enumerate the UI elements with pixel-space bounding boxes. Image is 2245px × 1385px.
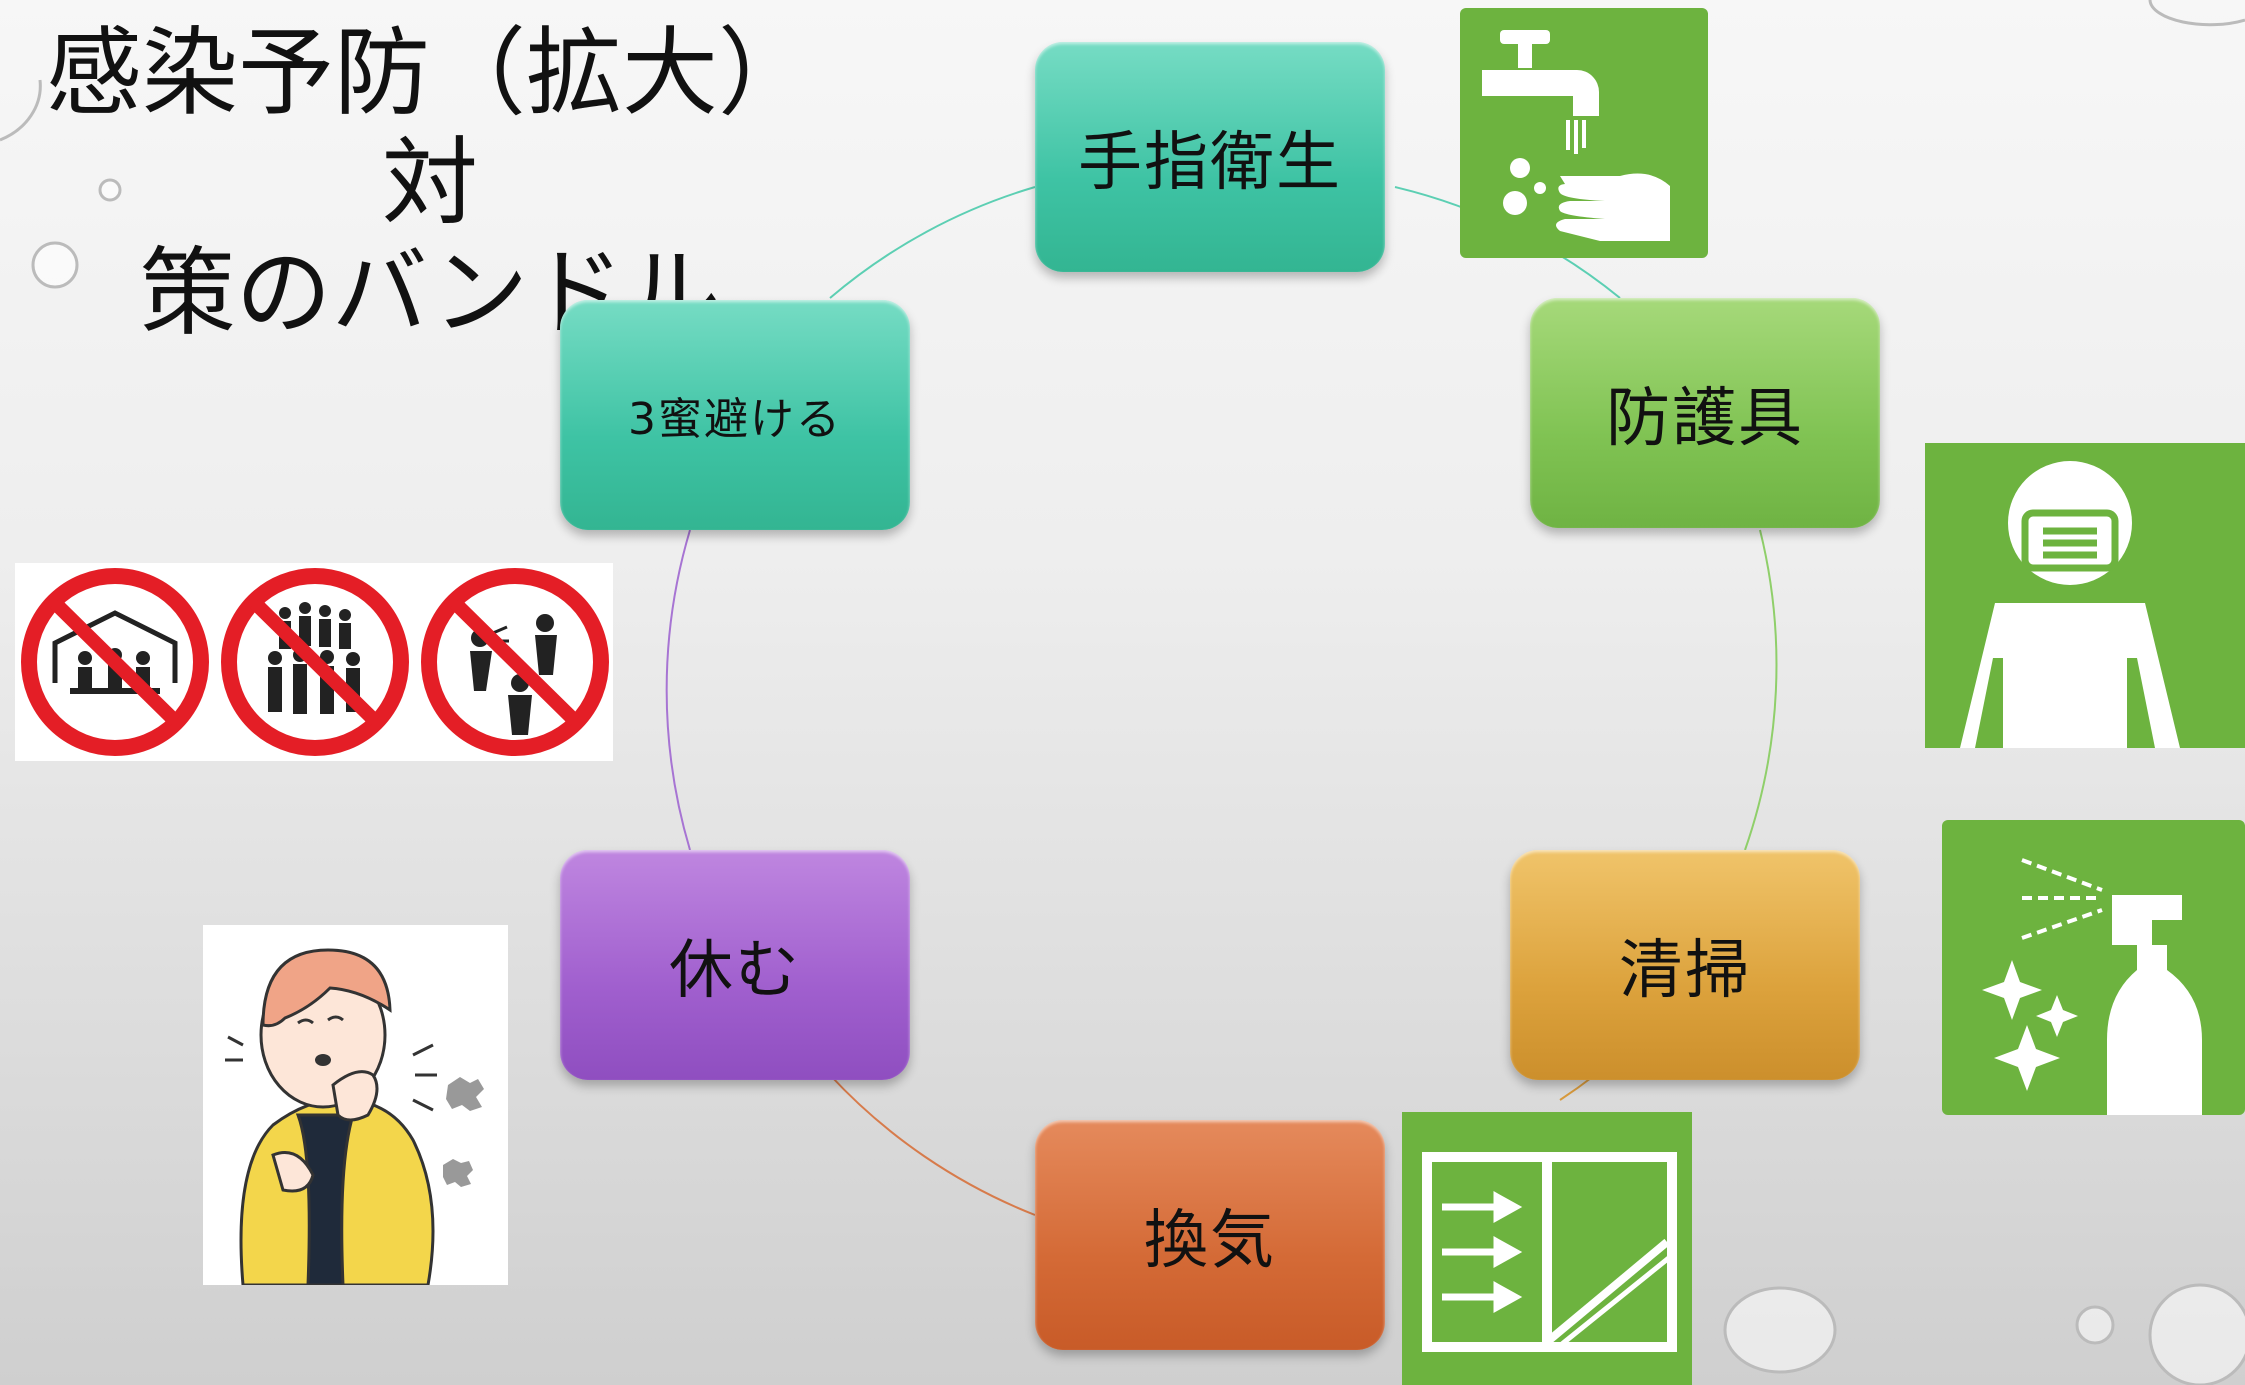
node-label: 清掃 [1619,934,1751,1008]
node-label: 3蜜避ける [628,394,842,445]
node-label: 換気 [1144,1204,1276,1278]
no-crowding-signs [15,563,613,761]
faucet-handwash-icon [1460,8,1708,258]
node-hand-hygiene: 手指衛生 [1035,42,1385,272]
spray-bottle-icon [1942,820,2245,1115]
node-avoid-3c: 3蜜避ける [560,300,910,530]
node-rest: 休む [560,850,910,1080]
open-window-icon [1402,1112,1692,1385]
no-close-contact-icon [421,568,609,756]
arc-ppe-to-cleaning [1744,529,1778,851]
arc-ventilation-to-rest [829,1074,1036,1216]
arc-rest-to-avoid [665,529,691,851]
arc-avoid-to-hand [829,186,1036,299]
node-cleaning: 清掃 [1510,850,1860,1080]
node-label: 手指衛生 [1078,126,1342,200]
face-mask-person-icon [1925,443,2245,748]
node-protective-equipment: 防護具 [1530,298,1880,528]
title-line-1: 感染予防（拡大）対 [46,17,814,239]
node-label: 防護具 [1606,382,1804,456]
coughing-person-illustration [203,925,508,1285]
node-ventilation: 換気 [1035,1120,1385,1350]
node-label: 休む [669,934,801,1008]
no-closed-space-icon [21,568,209,756]
no-crowd-icon [221,568,409,756]
